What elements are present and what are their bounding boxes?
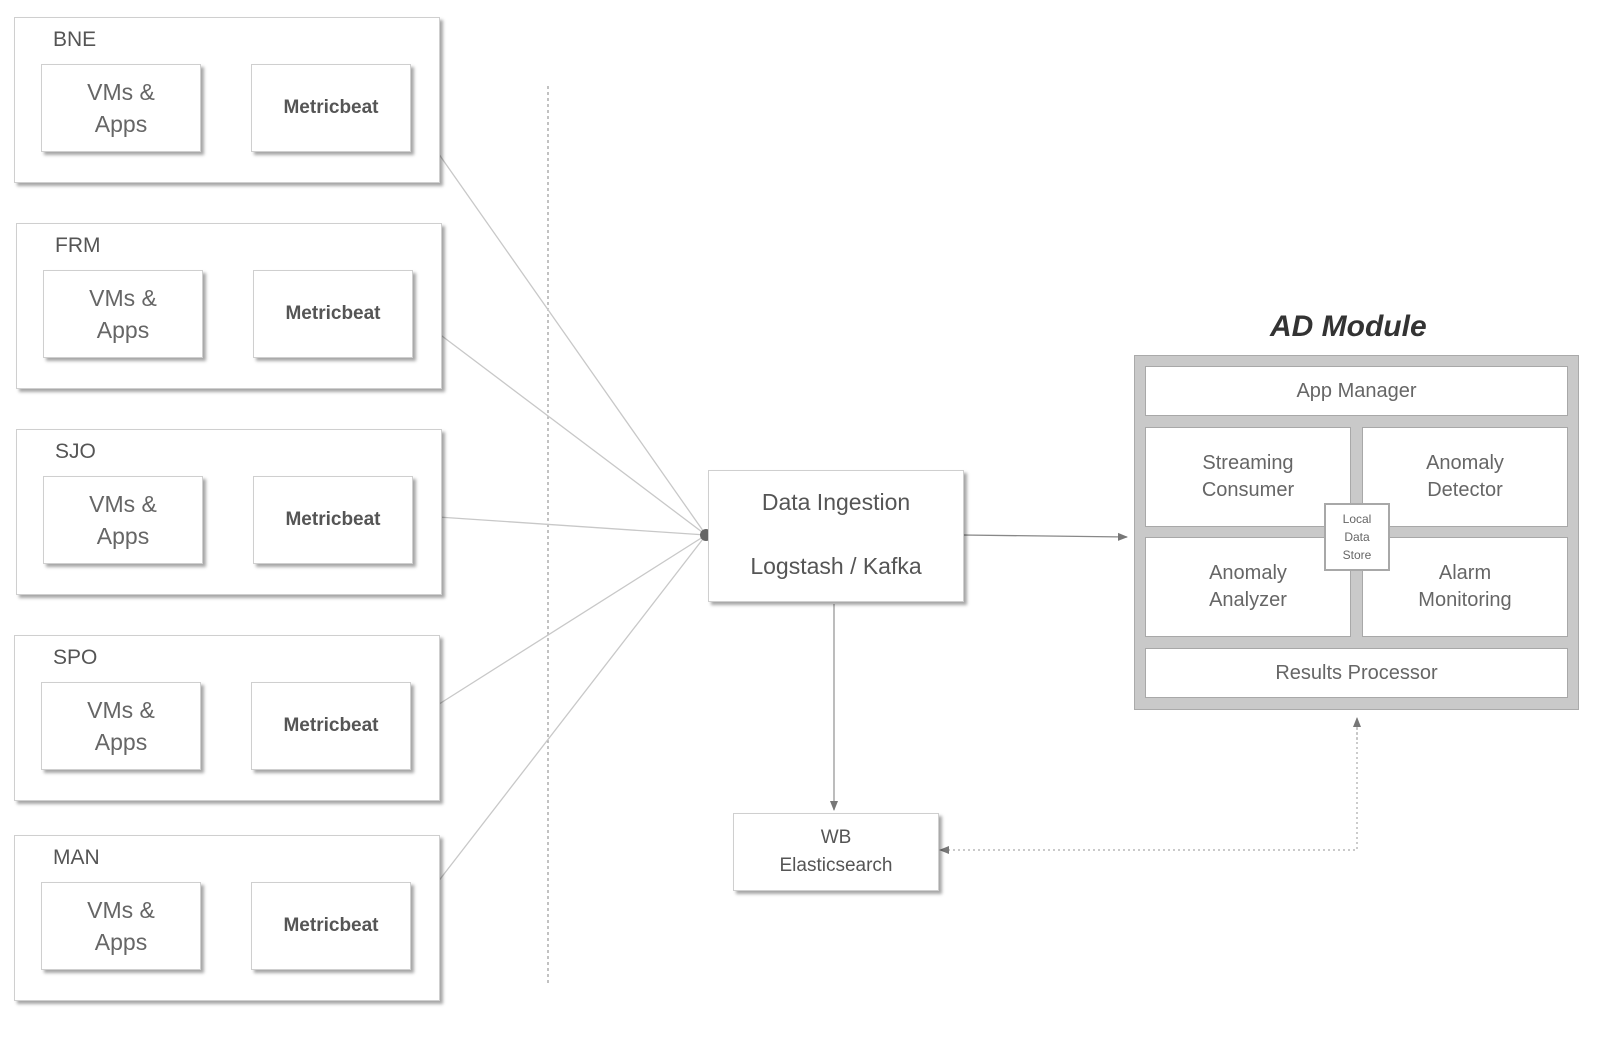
- vms-apps-node[interactable]: VMs & Apps: [41, 882, 201, 970]
- anomaly-detector-line1: Anomaly: [1426, 452, 1504, 474]
- local-data-store-line1: Local: [1342, 512, 1372, 526]
- metricbeat-label: Metricbeat: [283, 915, 379, 936]
- link-frm-ingestion: [437, 332, 707, 536]
- streaming-consumer-line2: Consumer: [1201, 479, 1295, 501]
- link-sjo-ingestion: [437, 516, 707, 536]
- anomaly-analyzer-line1: Anomaly: [1209, 562, 1287, 584]
- vms-apps-node[interactable]: VMs & Apps: [43, 270, 203, 358]
- metricbeat-node[interactable]: Metricbeat: [253, 476, 413, 564]
- vms-apps-line1: VMs &: [87, 697, 155, 723]
- link-ingestion-ad-module: [961, 532, 1128, 541]
- metricbeat-node[interactable]: Metricbeat: [253, 270, 413, 358]
- vms-apps-node[interactable]: VMs & Apps: [43, 476, 203, 564]
- link-spo-ingestion: [435, 534, 707, 707]
- vms-apps-line2: Apps: [94, 111, 148, 137]
- vms-apps-node[interactable]: VMs & Apps: [41, 682, 201, 770]
- elasticsearch-node[interactable]: WB Elasticsearch: [733, 813, 939, 891]
- streaming-consumer-line1: Streaming: [1202, 452, 1294, 474]
- site-man[interactable]: MAN VMs & Apps Metricbeat: [14, 835, 440, 1001]
- vms-apps-line1: VMs &: [87, 79, 155, 105]
- results-processor-label: Results Processor: [1275, 661, 1438, 684]
- link-bne-ingestion: [435, 149, 707, 536]
- local-data-store-line2: Data: [1344, 530, 1370, 544]
- metricbeat-label: Metricbeat: [283, 715, 379, 736]
- metricbeat-label: Metricbeat: [285, 303, 381, 324]
- site-label: SJO: [55, 440, 96, 463]
- data-ingestion-subtitle: Logstash / Kafka: [750, 553, 922, 579]
- vms-apps-line2: Apps: [96, 523, 150, 549]
- site-spo[interactable]: SPO VMs & Apps Metricbeat: [14, 635, 440, 801]
- vms-apps-line1: VMs &: [89, 491, 157, 517]
- metricbeat-node[interactable]: Metricbeat: [251, 64, 411, 152]
- app-manager-label: App Manager: [1296, 379, 1417, 402]
- link-results-elasticsearch: [939, 722, 1358, 854]
- vms-apps-line2: Apps: [94, 929, 148, 955]
- metricbeat-node[interactable]: Metricbeat: [251, 882, 411, 970]
- results-processor[interactable]: Results Processor: [1145, 648, 1568, 698]
- alarm-monitoring-line1: Alarm: [1438, 562, 1492, 584]
- metricbeat-node[interactable]: Metricbeat: [251, 682, 411, 770]
- site-frm[interactable]: FRM VMs & Apps Metricbeat: [16, 223, 442, 389]
- site-bne[interactable]: BNE VMs & Apps Metricbeat: [14, 17, 440, 183]
- vms-apps-node[interactable]: VMs & Apps: [41, 64, 201, 152]
- elasticsearch-line1: WB: [820, 827, 852, 848]
- vms-apps-line1: VMs &: [89, 285, 157, 311]
- vms-apps-line2: Apps: [94, 729, 148, 755]
- site-label: BNE: [53, 28, 97, 51]
- link-man-ingestion: [433, 534, 707, 888]
- ad-module-title: AD Module: [1270, 310, 1427, 343]
- vms-apps-line2: Apps: [96, 317, 150, 343]
- data-ingestion-title: Data Ingestion: [761, 489, 911, 515]
- anomaly-detector-line2: Detector: [1427, 479, 1503, 501]
- site-sjo[interactable]: SJO VMs & Apps Metricbeat: [16, 429, 442, 595]
- metricbeat-label: Metricbeat: [285, 509, 381, 530]
- anomaly-analyzer-line2: Analyzer: [1209, 589, 1287, 611]
- vms-apps-line1: VMs &: [87, 897, 155, 923]
- app-manager[interactable]: App Manager: [1145, 366, 1568, 416]
- alarm-monitoring-line2: Monitoring: [1418, 589, 1512, 611]
- local-data-store-line3: Store: [1342, 548, 1372, 562]
- elasticsearch-line2: Elasticsearch: [779, 855, 893, 876]
- data-ingestion-node[interactable]: Data Ingestion Logstash / Kafka: [708, 470, 964, 602]
- site-label: SPO: [53, 646, 98, 669]
- site-label: MAN: [53, 846, 100, 869]
- metricbeat-label: Metricbeat: [283, 97, 379, 118]
- site-label: FRM: [55, 234, 101, 257]
